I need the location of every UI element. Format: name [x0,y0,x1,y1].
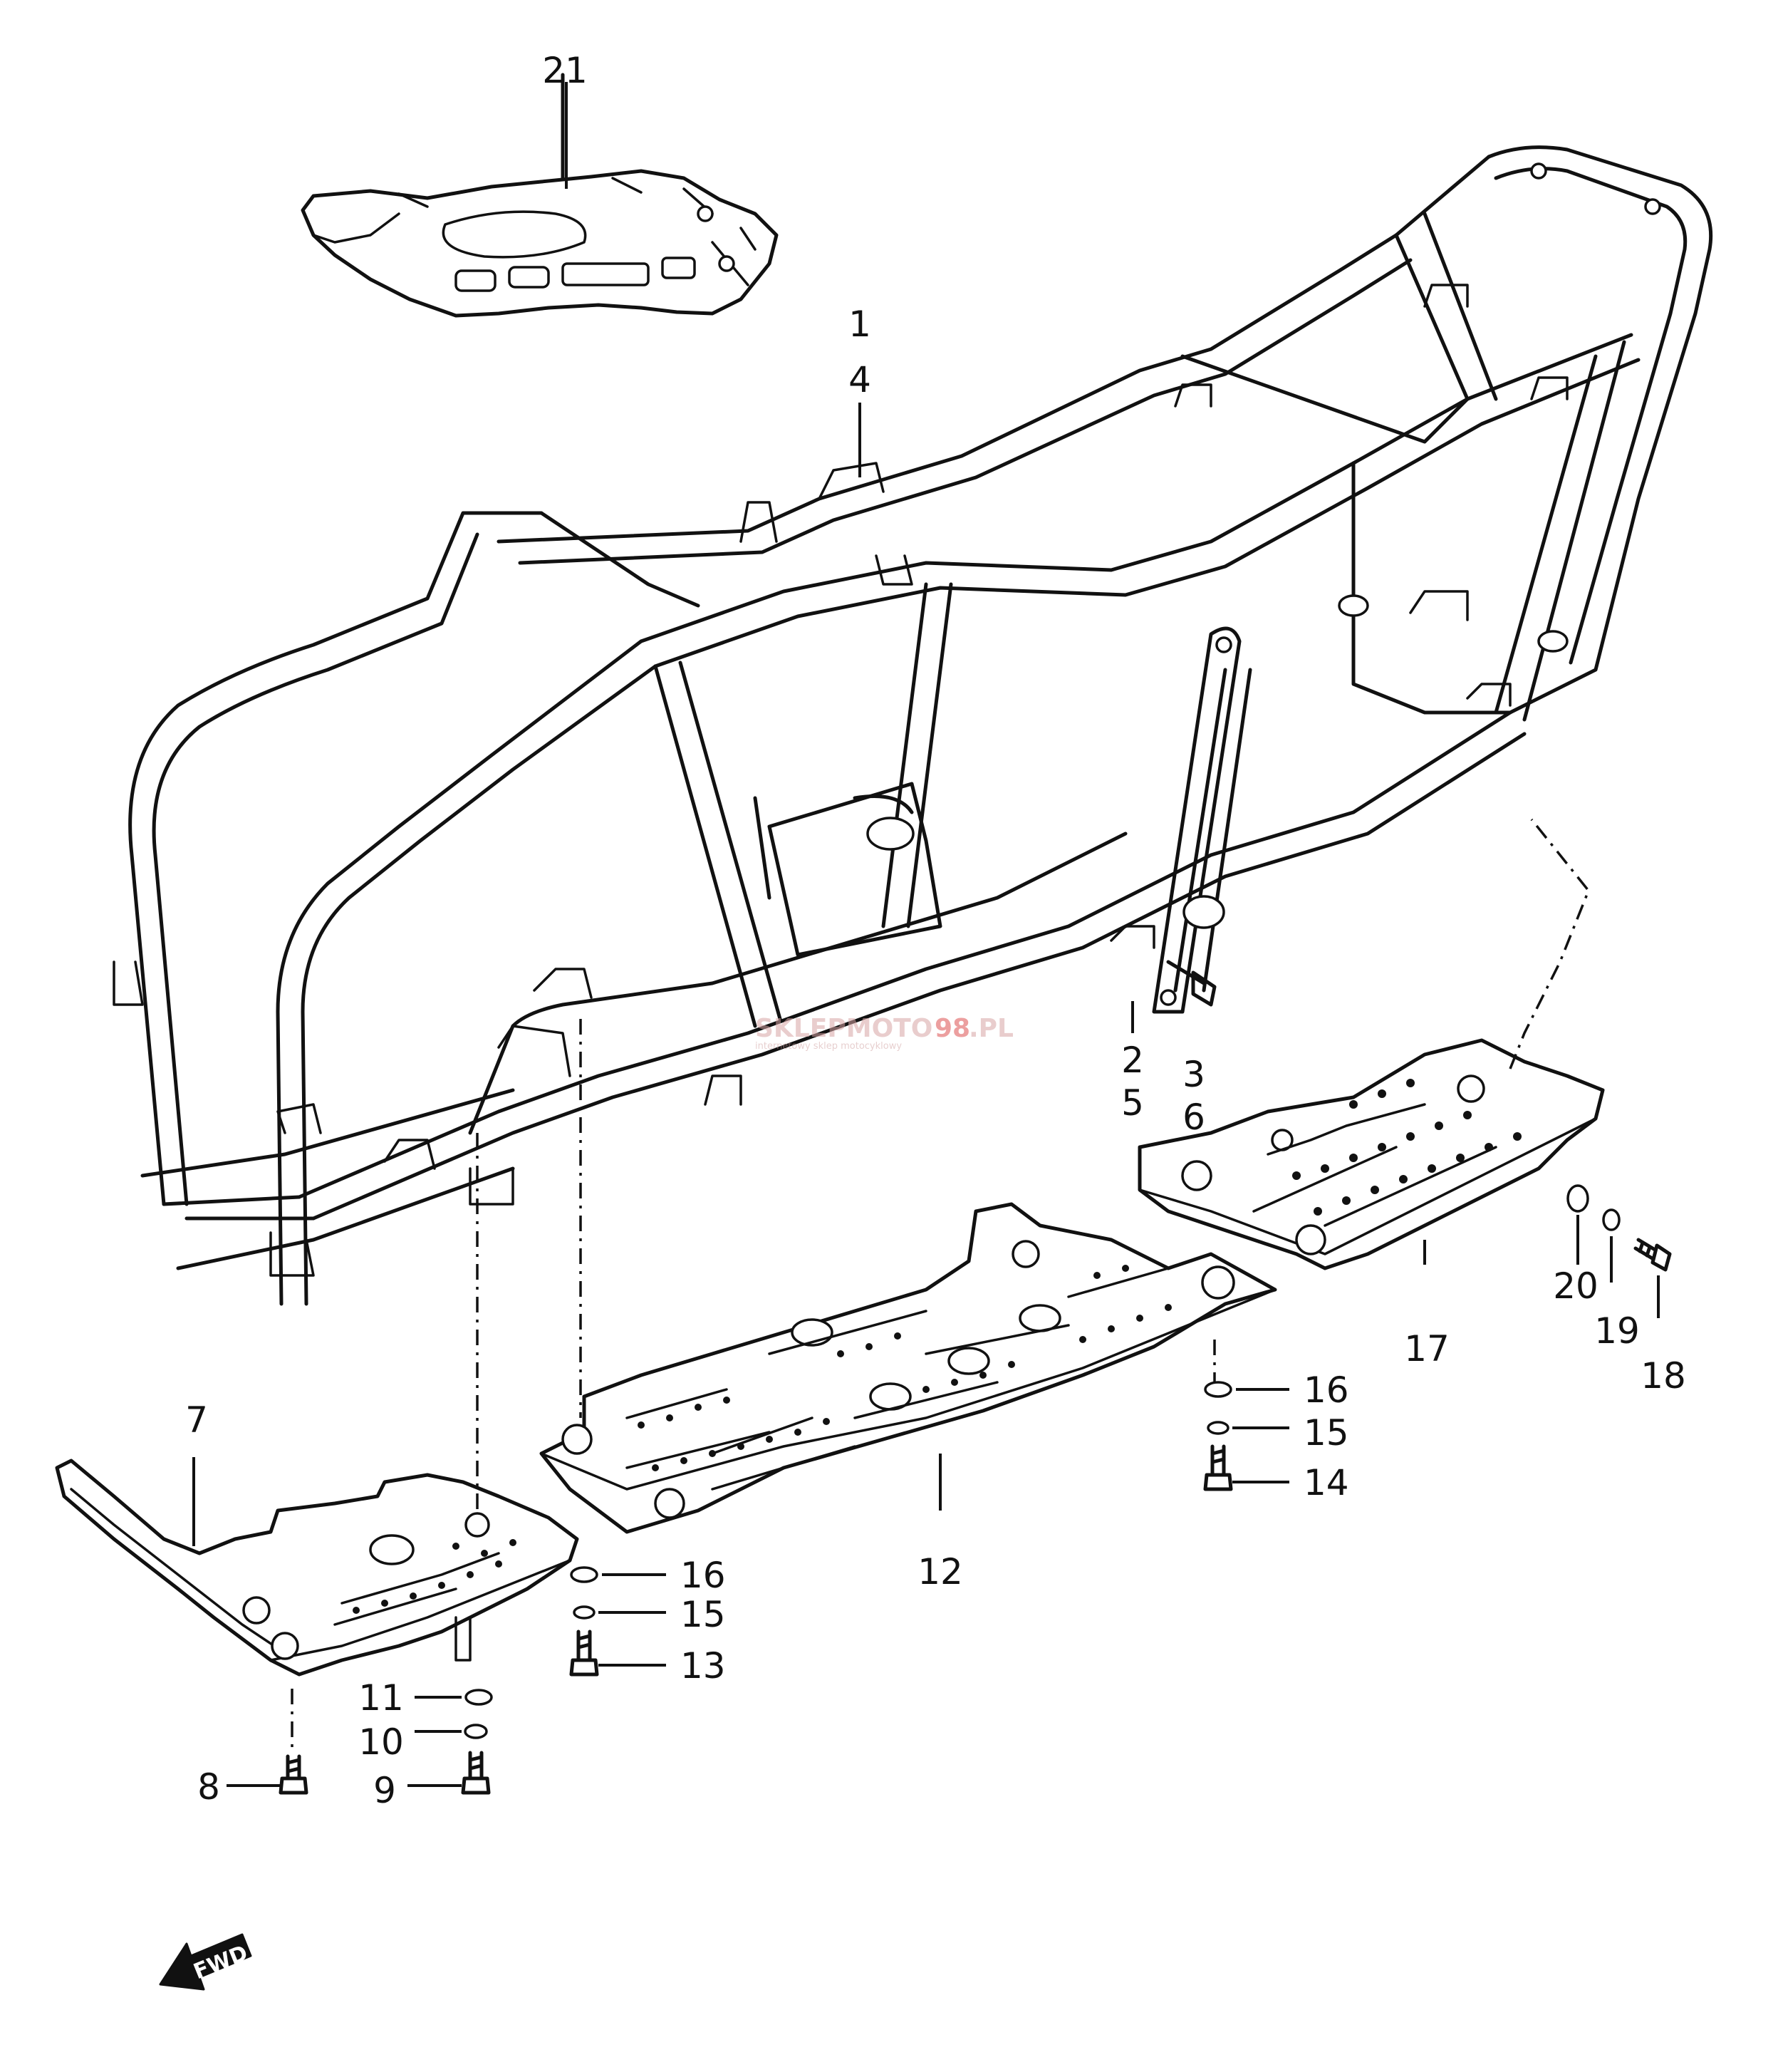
part-labels: 21 1 4 2 5 3 6 7 17 20 19 18 16 15 14 12… [185,50,1686,1811]
washer-11 [464,1689,493,1706]
part-label-16-right: 16 [1304,1369,1349,1411]
nut-10 [464,1724,488,1739]
washer-20 [1566,1184,1589,1213]
watermark-brand-a: SKLEPMOTO [755,1014,932,1043]
part-label-15-right: 15 [1304,1412,1349,1454]
part-label-15-center: 15 [680,1594,726,1635]
part-label-5: 5 [1121,1082,1144,1124]
lock-washer-15-center [573,1605,596,1620]
bolt-18 [1633,1238,1672,1272]
part-3-6-bolt [1166,960,1217,1007]
part-label-13: 13 [680,1645,726,1687]
part-7-front-skid-plate [55,1133,579,1753]
part-label-11: 11 [358,1677,404,1719]
part-12-center-skid-plate [539,1019,1277,1534]
part-21-cover-plate [301,73,779,318]
frame-tabs [113,284,1569,1277]
bolt-8 [279,1754,308,1795]
watermark-brand-b: 98 [935,1014,970,1043]
fasteners [279,1184,1672,1795]
part-17-perforations [1292,1079,1522,1216]
part-label-8: 8 [197,1766,220,1808]
part-label-4: 4 [848,359,871,400]
part-label-21: 21 [542,50,588,91]
main-frame [113,145,1713,1306]
bolt-13 [569,1630,599,1677]
leader-lines [192,82,1660,1787]
part-label-2: 2 [1121,1040,1144,1081]
part-label-7: 7 [185,1399,208,1441]
part-17-rear-skid-plate [1138,818,1605,1270]
part-label-19: 19 [1594,1310,1640,1352]
part-12-perforations [638,1265,1172,1471]
part-label-17: 17 [1404,1328,1450,1369]
part-label-3: 3 [1182,1054,1205,1095]
part-label-20: 20 [1553,1265,1598,1307]
bolt-9 [461,1751,491,1795]
watermark-brand-c: .PL [969,1014,1014,1043]
part-label-9: 9 [373,1770,396,1811]
washer-16-center [570,1566,598,1583]
bolt-14 [1203,1444,1233,1491]
part-label-16-center: 16 [680,1555,726,1596]
part-label-1: 1 [848,304,871,345]
part-label-12: 12 [917,1551,963,1592]
watermark: SKLEPMOTO 98 .PL internetowy sklep motoc… [755,1014,1014,1052]
part-7-perforations [353,1539,516,1614]
watermark-tagline: internetowy sklep motocyklowy [755,1041,902,1052]
lock-washer-15-right [1207,1421,1229,1435]
lock-washer-19 [1602,1208,1621,1231]
washer-16-right [1204,1381,1232,1398]
part-label-6: 6 [1182,1097,1205,1138]
fwd-arrow-icon: FWD [159,1933,252,1991]
part-label-10: 10 [358,1721,404,1763]
part-label-18: 18 [1641,1355,1686,1397]
part-label-14: 14 [1304,1462,1349,1503]
